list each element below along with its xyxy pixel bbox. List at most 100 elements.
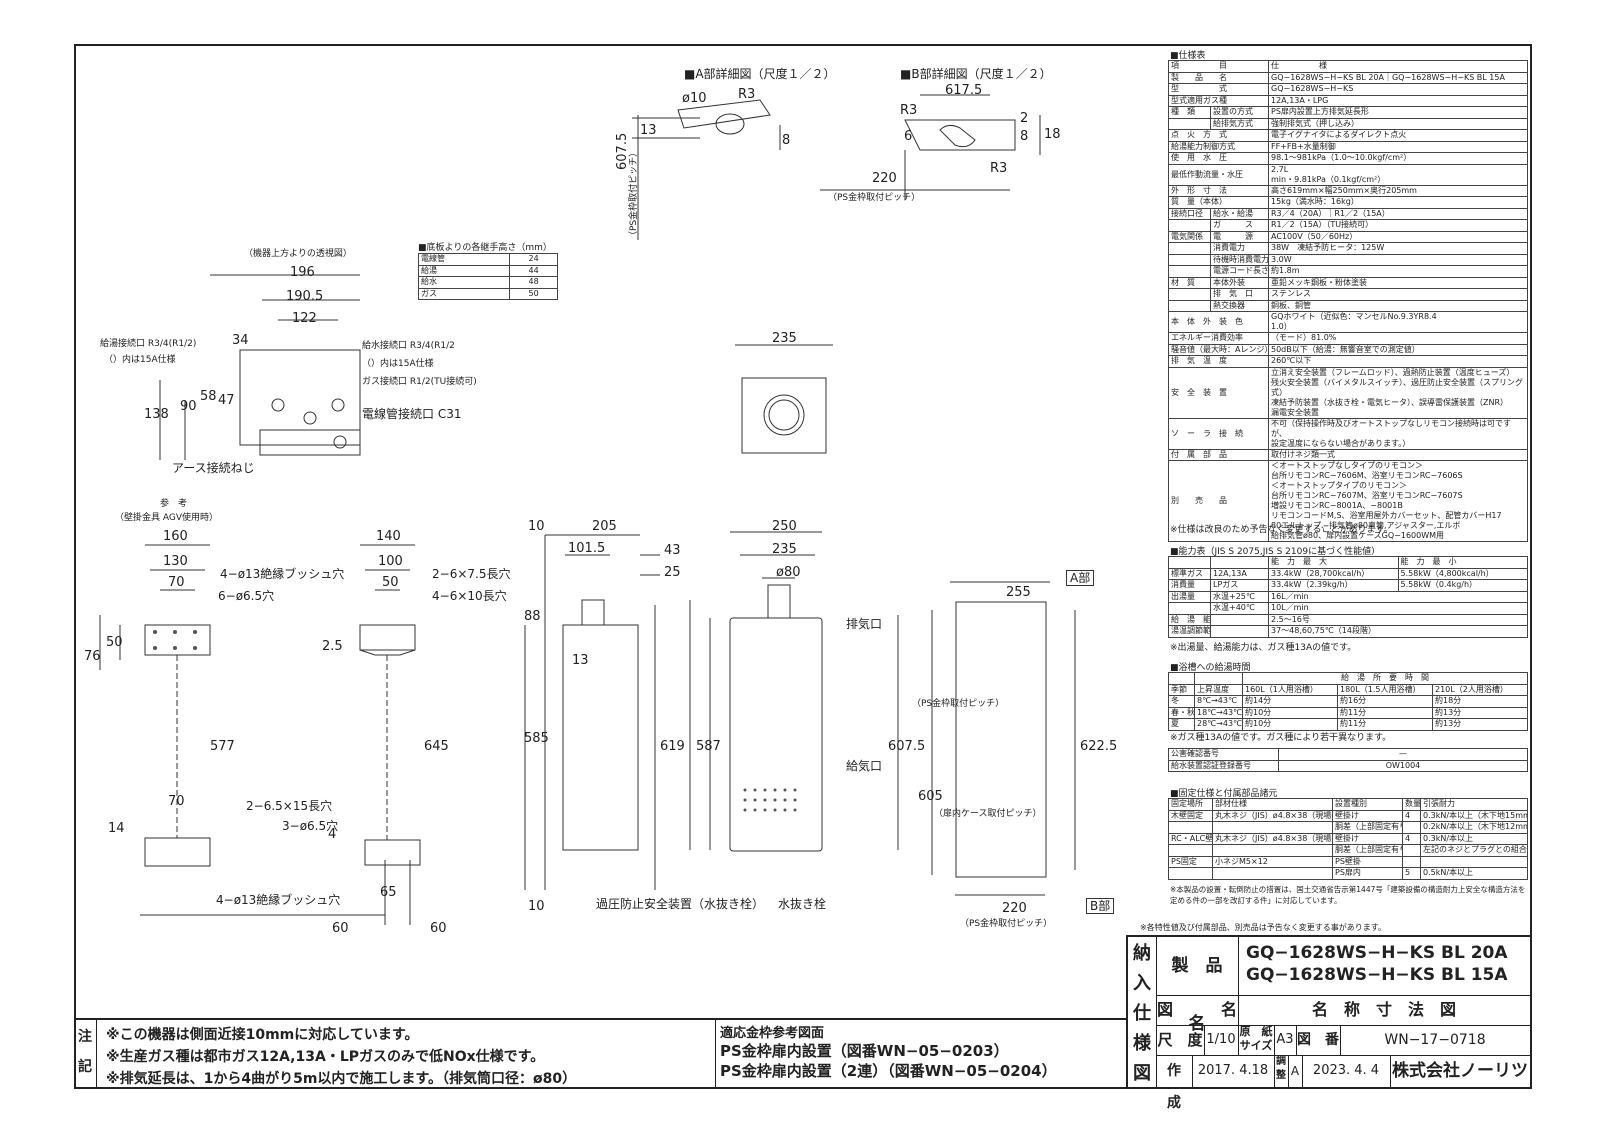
ref2-dim-140: 140 [376,529,401,544]
b-dim-8: 8 [1020,129,1029,144]
table-cell: 最低作動流量・水圧 [1168,163,1269,186]
table-cell [1210,556,1269,569]
table-cell: 18℃→43℃ [1194,706,1243,719]
table-cell: 約18分 [1432,695,1528,708]
notes-label: 注 記 [74,1020,97,1089]
bath-title: ■浴槽への給湯時間 [1170,663,1251,673]
table-cell: 取付けネジ類一式 [1268,448,1528,461]
table-row: 胴差（上部固定有り）左記のネジとプラグとの組合せ時 [1168,844,1528,857]
table-cell: 38W 凍結予防ヒータ：125W [1268,242,1528,255]
table-cell: エネルギー消費効率 [1168,332,1269,345]
ref-dim-577: 577 [210,739,235,754]
ref2-hole-label-2: 4−6×10長穴 [432,589,507,603]
table-row: 胴差（上部固定有り） 0.2kN/本以上（木下地12mm） [1168,821,1528,834]
label-water-inlet-note: （）内は15A仕様 [362,359,434,369]
notes-box: 注 記 ※この機器は側面近接10mmに対応しています。 ※生産ガス種は都市ガス1… [74,1018,716,1089]
drawing-name-label: 図 名 [1156,995,1239,1025]
table-row: 給 湯 所 要 時 間 [1168,672,1528,685]
label-overpressure-valve: 過圧防止安全装置（水抜き栓） [596,897,765,911]
table-cell: 給 湯 能 力 [1168,613,1211,626]
table-row: RC・ALC壁固定丸木ネジ（JIS）ø4.8×38（現場手配）／フィッシャープラ… [1168,832,1528,845]
table-row: 湯温調節範囲37〜48,60,75℃（14段階） [1168,625,1528,638]
table-cell: 約13分 [1432,706,1528,719]
drawing-number-label: 図 番 [1296,1025,1341,1055]
b-dim-617: 617.5 [945,83,983,98]
table-cell: 引張耐力 [1420,798,1528,811]
front-dim-587: 587 [696,739,721,754]
table-row: 能 力 最 大能 力 最 小 [1168,556,1528,569]
table-cell: 33.4kW（2.39kg/h） [1268,579,1399,592]
a-dim-607: 607.5 [615,132,630,170]
ref2-dim-65: 65 [380,885,397,900]
table-cell: 10L／min [1268,602,1528,615]
table-cell: 熱交換器 [1210,299,1269,312]
table-cell: 本 体 外 装 色 [1168,311,1269,333]
case-dim-607: 607.5 [888,739,926,754]
table-cell: 給水・給湯 [1210,207,1269,220]
b-dim-2: 2 [1020,111,1029,126]
case-dim-255: 255 [1006,585,1031,600]
table-cell: 電 源 [1210,230,1269,243]
side-dim-205: 205 [592,519,617,534]
top-box [741,377,827,454]
ref-dim-130: 130 [163,554,188,569]
table-cell: FF+FB+水量制御 [1268,140,1528,153]
label-hot-inlet: 給湯接続口 R3/4(R1/2) [100,339,197,349]
capacity-title: ■能力表（JIS S 2075,JIS S 2109に基づく性能値） [1170,547,1381,557]
table-cell: PS扉内 [1332,867,1403,880]
table-row: 別 売 品＜オートストップなしタイプのリモコン＞台所リモコンRC−7606M、浴… [1168,460,1528,542]
table-cell: 強制排気式（押し込み） [1268,117,1528,130]
ref-dim-60a: 60 [332,921,349,936]
table-cell [1168,288,1211,301]
b-dim-r3a: R3 [900,103,918,118]
box-dim-235: 235 [772,331,797,346]
table-row: 材 質本体外装亜鉛メッキ鋼板・粉体塗装 [1168,276,1528,289]
table-cell: ＜オートストップなしタイプのリモコン＞台所リモコンRC−7606M、浴室リモコン… [1268,460,1528,542]
table-cell: 安 全 装 置 [1168,366,1269,419]
reference-drawings: 適応金枠参考図面 PS金枠扉内設置（図番WN−05−0203） PS金枠扉内設置… [716,1018,1126,1089]
table-cell: 立消え安全装置（フレームロッド）、過熱防止装置（温度ヒューズ）残火安全装置（バイ… [1268,366,1528,419]
table-cell: 胴差（上部固定有り） [1332,821,1403,834]
table-cell: 固定場所 [1168,798,1213,811]
table-cell [1168,242,1211,255]
table-cell: 210L（2人用浴槽） [1432,683,1528,696]
ref-drawing-2: PS金枠扉内設置（2連）（図番WN−05−0204） [720,1062,1057,1080]
ref2-hole-label-1: 2−6×7.5長穴 [432,567,511,581]
table-row: 給排気方式強制排気式（押し込み） [1168,117,1528,130]
a-dim-8: 8 [782,133,791,148]
side-dim-88: 88 [524,609,541,624]
table-cell: 5.58kW（4,800kcal/h） [1397,567,1528,580]
b-detail-plate [904,119,1016,151]
table-cell: 12A,13A [1210,567,1269,580]
table-cell: RC・ALC壁固定 [1168,832,1213,845]
table-cell [1402,844,1421,857]
table-row: 外 形 寸 法高さ619mm×幅250mm×奥行205mm [1168,184,1528,197]
ref-subtitle: （壁掛金具 AGV使用時） [115,513,218,523]
table-row: 排 気 口ステンレス [1168,288,1528,301]
table-cell: 5 [1402,867,1421,880]
b-dim-r3b: R3 [990,161,1008,176]
created-date: 2017. 4.18 [1192,1055,1275,1087]
table-cell: 丸木ネジ（JIS）ø4.8×38（現場手配） [1212,809,1333,822]
table-cell: 0.2kN/本以上（木下地12mm） [1420,821,1528,834]
table-cell: 0.3kN/本以上（木下地15mm） [1420,809,1528,822]
table-cell: 電気関係 [1168,230,1211,243]
table-cell: 50dB以下（給湯：無響音室での測定値） [1268,343,1528,356]
front-dim-235: 235 [772,542,797,557]
table-cell: 12A,13A・LPG [1268,94,1528,107]
table-cell: 水温+40℃ [1210,602,1269,615]
b-detail-title: ■B部詳細図（尺度１／２） [900,67,1052,81]
adjust-date: 2023. 4. 4 [1302,1055,1391,1087]
